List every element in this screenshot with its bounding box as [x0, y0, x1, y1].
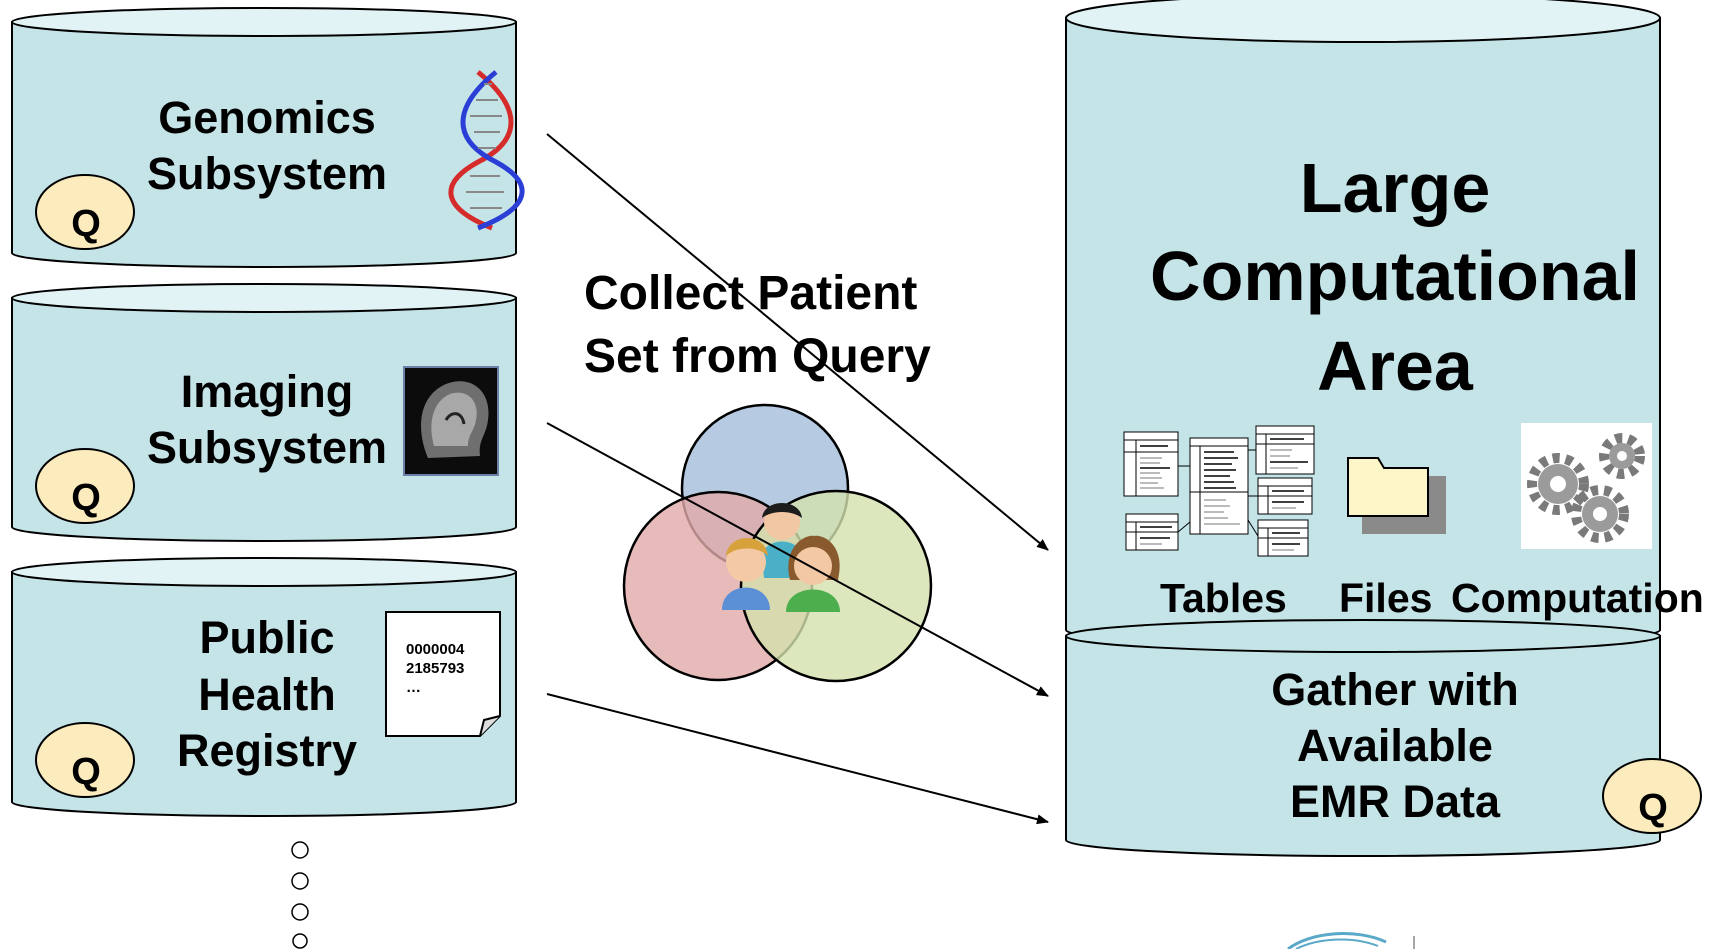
patient-set-venn-diagram	[622, 403, 933, 683]
collect-title-line-1: Collect Patient	[584, 267, 917, 320]
schema-table-observation-fact	[1189, 437, 1249, 535]
genomics-q-label: Q	[71, 203, 101, 245]
registry-title-line-2: Health	[198, 669, 336, 720]
gears-icon	[1521, 423, 1652, 549]
computational-title-line-3: Area	[1317, 327, 1474, 405]
imaging-q-label: Q	[71, 477, 101, 519]
imaging-subsystem-cylinder: Imaging Subsystem Q	[11, 283, 517, 542]
schema-tables-icon	[1123, 425, 1315, 557]
imaging-query-badge: Q	[35, 448, 135, 524]
imaging-title-line-1: Imaging	[181, 366, 354, 417]
public-health-registry-cylinder: Public Health Registry 0000004 2185793 ……	[11, 557, 517, 817]
computational-title-line-1: Large	[1300, 149, 1491, 227]
dna-icon	[448, 70, 525, 231]
files-label: Files	[1339, 575, 1432, 621]
arrow-genomics-to-computational	[546, 133, 1049, 551]
more-subsystems-ellipsis	[291, 841, 309, 949]
document-line-2: 2185793	[406, 660, 464, 677]
document-icon: 0000004 2185793 …	[385, 611, 501, 737]
mri-head-icon	[403, 366, 499, 476]
patient-group-icon	[722, 503, 840, 612]
schema-table-concept-dimension	[1125, 513, 1179, 551]
document-line-3: …	[406, 679, 421, 696]
genomics-title-line-2: Subsystem	[147, 148, 387, 199]
schema-table-modifier-dimension	[1257, 519, 1309, 557]
large-computational-area-cylinder: Large Computational Area	[1065, 0, 1704, 857]
registry-q-label: Q	[71, 751, 101, 793]
computational-title-line-2: Computational	[1150, 237, 1640, 315]
folder-icon	[1347, 457, 1446, 534]
data-flow-arrows	[546, 133, 1049, 825]
document-line-1: 0000004	[406, 641, 465, 658]
arrow-registry-to-emr	[546, 693, 1049, 825]
collect-title-line-2: Set from Query	[584, 330, 931, 383]
collect-patient-set: Collect Patient Set from Query	[584, 267, 933, 683]
computation-label: Computation	[1451, 575, 1704, 621]
registry-title-line-3: Registry	[177, 725, 357, 776]
emr-query-badge: Q	[1602, 758, 1702, 834]
tables-label: Tables	[1160, 575, 1287, 621]
schema-table-patient-dimension	[1123, 431, 1179, 497]
schema-table-visit-dimension	[1255, 425, 1315, 475]
emr-q-label: Q	[1638, 787, 1668, 829]
emr-title-line-1: Gather with	[1271, 664, 1519, 715]
emr-title-line-2: Available	[1297, 720, 1493, 771]
genomics-title-line-1: Genomics	[158, 92, 376, 143]
registry-title-line-1: Public	[199, 612, 334, 663]
schema-table-observer-dimension	[1257, 477, 1313, 515]
arrow-imaging-to-emr	[546, 422, 1049, 697]
logo-fragment	[1287, 932, 1415, 949]
registry-query-badge: Q	[35, 722, 135, 798]
imaging-title-line-2: Subsystem	[147, 422, 387, 473]
emr-title-line-3: EMR Data	[1290, 776, 1501, 827]
genomics-subsystem-cylinder: Genomics Subsystem Q	[11, 7, 525, 268]
genomics-query-badge: Q	[35, 174, 135, 250]
